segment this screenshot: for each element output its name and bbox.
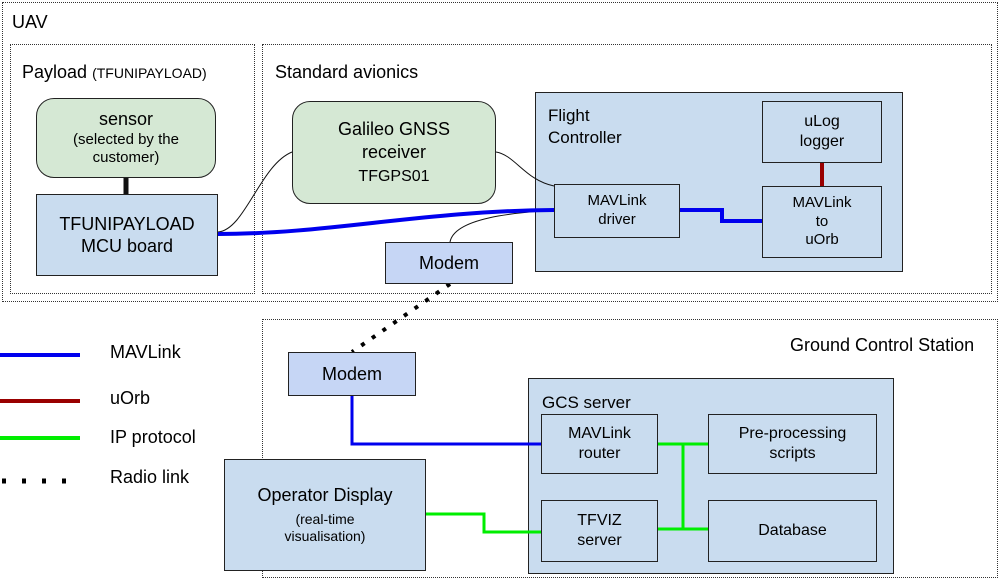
preprocessing-scripts-box: Pre-processing scripts [708, 414, 877, 474]
uav-label: UAV [12, 12, 48, 32]
mavlink-router-box: MAVLink router [541, 414, 658, 474]
payload-label-sub: (TFUNIPAYLOAD) [92, 65, 207, 81]
gnss-subtitle: TFGPS01 [358, 168, 430, 185]
database-box: Database [708, 500, 877, 562]
ip-operator-tfviz [426, 512, 541, 534]
mavlink-mcu-driver [217, 208, 555, 236]
payload-label-main: Payload [22, 62, 88, 82]
gcs-label: Ground Control Station [790, 335, 975, 355]
radio-link [350, 282, 452, 354]
legend-label-mavlink: MAVLink [110, 342, 181, 362]
operator-title: Operator Display [257, 485, 393, 506]
tfviz-server-box: TFVIZ server [541, 500, 658, 562]
legend-label-ip: IP protocol [110, 427, 196, 447]
mavlink-driver-box: MAVLink driver [554, 184, 680, 238]
operator-subtitle: (real-time visualisation) [284, 510, 366, 545]
legend-label-uorb: uOrb [110, 388, 151, 408]
mcu-gnss-wire [217, 151, 293, 233]
uav-region [2, 2, 998, 302]
payload-region [10, 44, 255, 294]
legend-label-radio: Radio link [110, 467, 190, 487]
mavlink-driver-uorb [680, 208, 762, 223]
gnss-fc-wire [495, 151, 555, 187]
sensor-box: sensor (selected by the customer) [36, 98, 216, 178]
avionics-region [262, 44, 992, 294]
ulog-logger-box: uLog logger [762, 101, 882, 163]
gcs-server-label: GCS server [542, 393, 631, 412]
gnss-title: Galileo GNSS receiver [337, 119, 451, 162]
modem-uav-box: Modem [385, 242, 513, 284]
avionics-label: Standard avionics [275, 62, 419, 82]
payload-label: Payload (TFUNIPAYLOAD) [22, 62, 207, 83]
modem-gcs-box: Modem [288, 352, 416, 396]
mavlink-modem-router [350, 396, 541, 446]
gnss-receiver-box: Galileo GNSS receiver TFGPS01 [292, 101, 496, 204]
operator-display-box: Operator Display (real-time visualisatio… [224, 459, 426, 571]
sensor-title: sensor [98, 109, 154, 129]
sensor-subtitle: (selected by the customer) [73, 130, 179, 167]
flight-controller-label: Flight Controller [548, 106, 622, 148]
mcu-board-box: TFUNIPAYLOAD MCU board [36, 194, 218, 276]
mavlink-to-uorb-box: MAVLink to uOrb [762, 186, 882, 258]
gcs-region [262, 319, 998, 578]
